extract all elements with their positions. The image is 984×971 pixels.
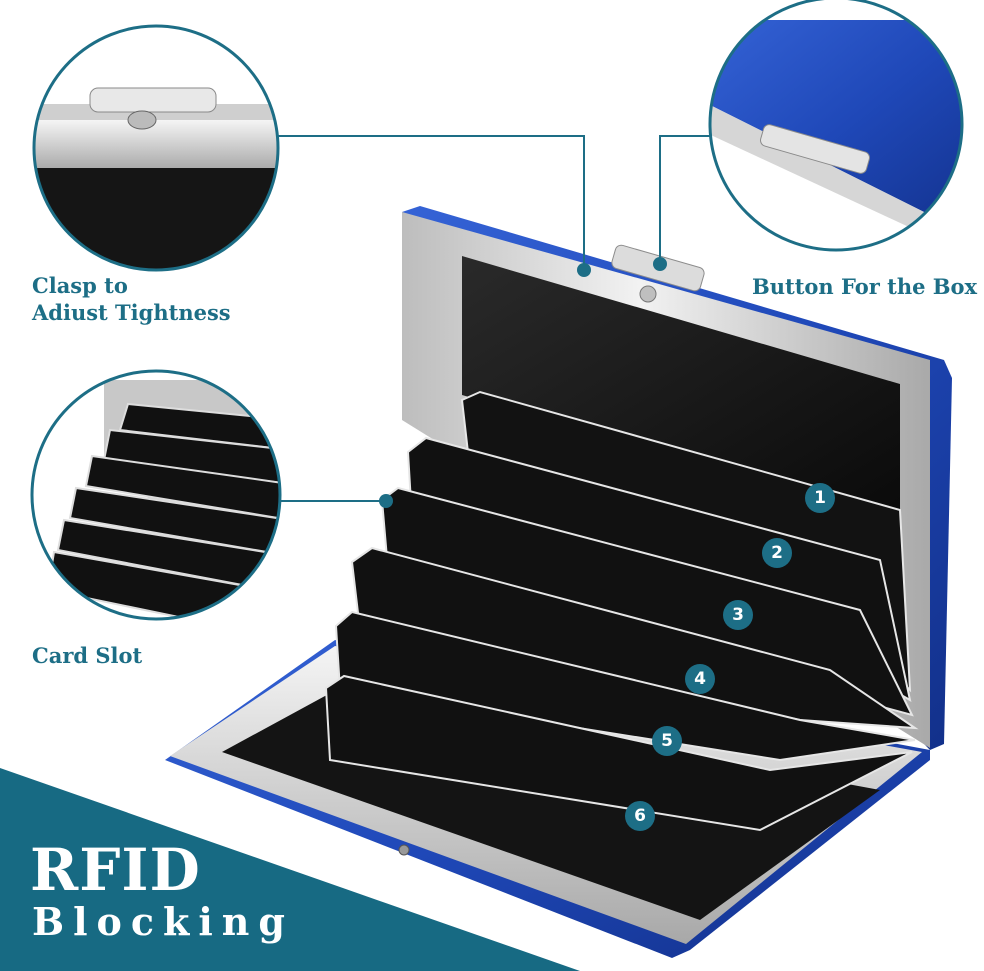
slot-number-4: 4 — [694, 669, 706, 689]
slot-number-6: 6 — [634, 806, 646, 826]
rfid-subtitle: Blocking — [32, 899, 294, 944]
rfid-title: RFID — [30, 836, 201, 904]
slot-badge-2 — [762, 538, 792, 568]
slot-number-2: 2 — [771, 543, 783, 563]
slot-number-1: 1 — [814, 488, 826, 508]
button-pointer-dot — [653, 257, 667, 271]
leader-lines — [278, 135, 712, 502]
slot-pointer-dot — [379, 494, 393, 508]
card-slots — [324, 390, 919, 832]
clasp-callout-label: Clasp to Adiust Tightness — [32, 272, 231, 326]
zoom-card-slot — [30, 369, 282, 621]
slot-badge-3 — [723, 600, 753, 630]
slot-number-5: 5 — [661, 731, 673, 751]
card-slot-callout-label: Card Slot — [32, 643, 143, 668]
button-callout-label: Button For the Box — [752, 274, 978, 299]
slot-badge-1 — [805, 483, 835, 513]
slot-badge-5 — [652, 726, 682, 756]
clasp-callout-line-1: Clasp to — [32, 273, 128, 298]
zoom-clasp — [32, 24, 280, 272]
clasp-callout-line-2: Adiust Tightness — [32, 300, 231, 325]
slot-badge-4 — [685, 664, 715, 694]
rfid-banner — [0, 768, 580, 971]
slot-badge-6 — [625, 801, 655, 831]
slot-number-3: 3 — [732, 605, 744, 625]
clasp-pointer-dot — [577, 263, 591, 277]
zoom-button — [708, 0, 964, 252]
